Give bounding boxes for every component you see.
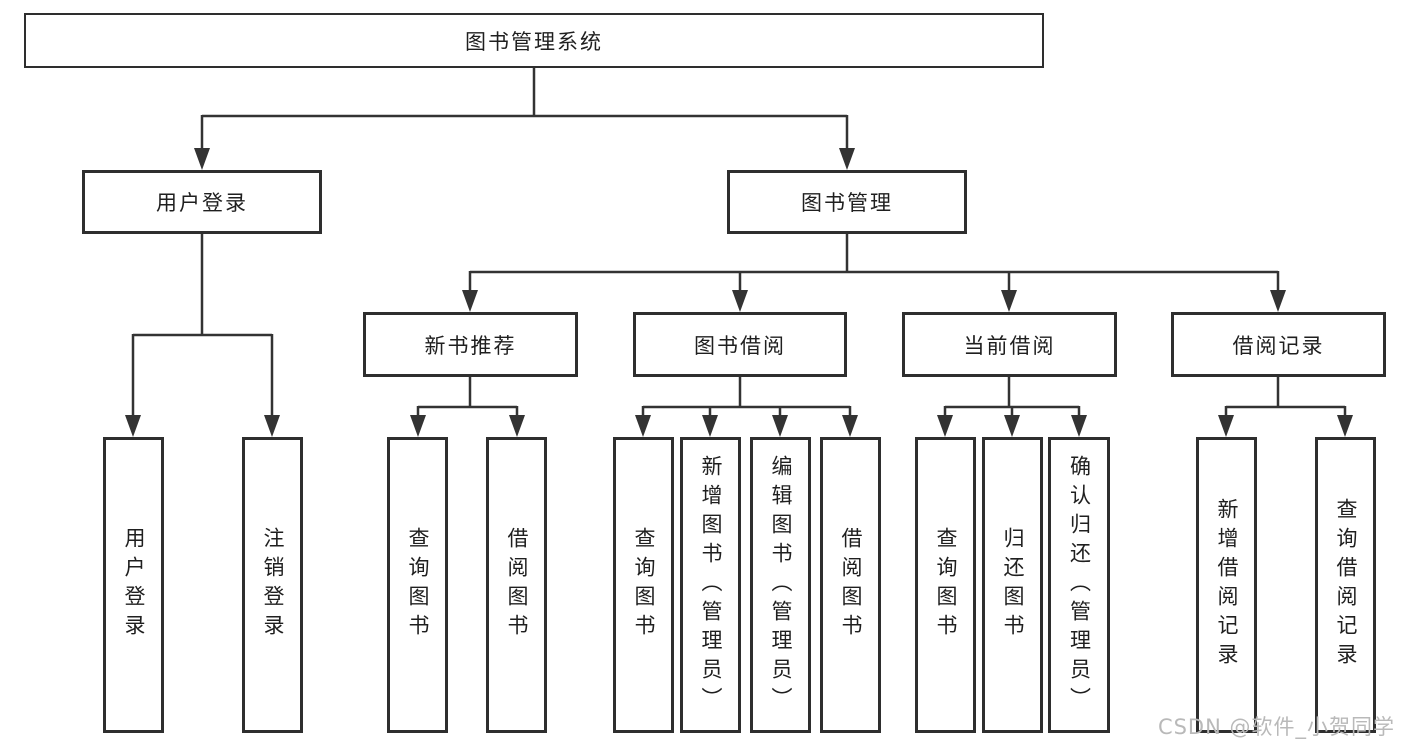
leaf-query-books-3-label: 查询图书: [934, 527, 958, 643]
leaf-add-books-admin-label: 新增图书（管理员）: [699, 454, 723, 716]
leaf-logout: 注销登录: [242, 437, 303, 733]
leaf-user-login: 用户登录: [103, 437, 164, 733]
csdn-watermark: CSDN @软件_小贺同学: [1157, 715, 1395, 739]
leaf-edit-books-admin-label: 编辑图书（管理员）: [769, 454, 793, 716]
leaf-borrow-books-2: 借阅图书: [820, 437, 881, 733]
node-borrowing-records: 借阅记录: [1171, 312, 1386, 377]
node-root-label: 图书管理系统: [465, 29, 603, 54]
leaf-borrow-books-2-label: 借阅图书: [839, 527, 863, 643]
leaf-borrow-books-1-label: 借阅图书: [505, 527, 529, 643]
leaf-query-books-2-label: 查询图书: [632, 527, 656, 643]
leaf-query-books-1-label: 查询图书: [406, 527, 430, 643]
leaf-logout-label: 注销登录: [261, 527, 285, 643]
leaf-return-books-label: 归还图书: [1001, 527, 1025, 643]
leaf-user-login-label: 用户登录: [122, 527, 146, 643]
leaf-edit-books-admin: 编辑图书（管理员）: [750, 437, 811, 733]
node-root: 图书管理系统: [24, 13, 1044, 68]
leaf-borrow-books-1: 借阅图书: [486, 437, 547, 733]
leaf-query-books-2: 查询图书: [613, 437, 674, 733]
node-borrowing-records-label: 借阅记录: [1232, 333, 1325, 358]
node-book-borrowing: 图书借阅: [633, 312, 847, 377]
node-book-management-label: 图书管理: [801, 191, 893, 215]
leaf-confirm-return-admin: 确认归还（管理员）: [1048, 437, 1110, 733]
leaf-add-borrow-record: 新增借阅记录: [1196, 437, 1257, 733]
leaf-query-books-1: 查询图书: [387, 437, 448, 733]
node-new-book-recommend: 新书推荐: [363, 312, 578, 377]
node-new-book-recommend-label: 新书推荐: [424, 333, 517, 358]
node-book-management: 图书管理: [727, 170, 967, 234]
arrowheads: [125, 148, 1353, 437]
leaf-add-borrow-record-label: 新增借阅记录: [1215, 498, 1239, 672]
leaf-confirm-return-admin-label: 确认归还（管理员）: [1067, 454, 1092, 716]
leaf-add-books-admin: 新增图书（管理员）: [680, 437, 741, 733]
node-user-login-label: 用户登录: [156, 191, 248, 215]
leaf-return-books: 归还图书: [982, 437, 1043, 733]
node-user-login: 用户登录: [82, 170, 322, 234]
node-current-borrowing: 当前借阅: [902, 312, 1117, 377]
node-book-borrowing-label: 图书借阅: [694, 333, 786, 358]
leaf-query-books-3: 查询图书: [915, 437, 976, 733]
leaf-query-borrow-record: 查询借阅记录: [1315, 437, 1376, 733]
node-current-borrowing-label: 当前借阅: [963, 333, 1056, 358]
leaf-query-borrow-record-label: 查询借阅记录: [1334, 498, 1358, 672]
